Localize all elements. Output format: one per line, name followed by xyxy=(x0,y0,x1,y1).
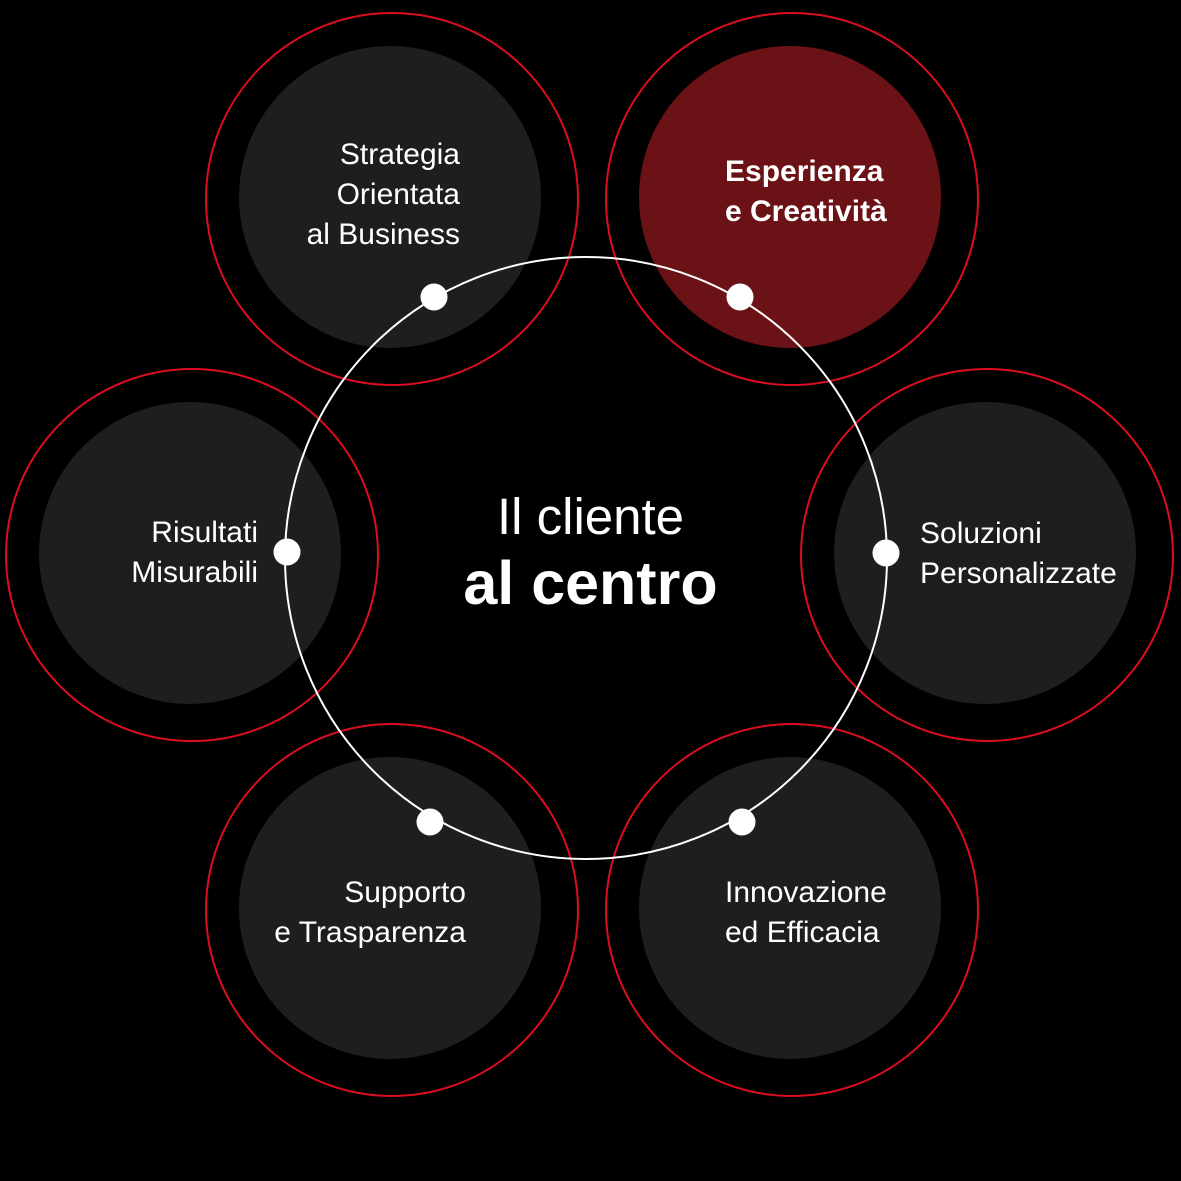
satellite-node-soluzioni[interactable] xyxy=(800,368,1174,742)
satellite-node-risultati[interactable] xyxy=(5,368,379,742)
label-line: Personalizzate xyxy=(920,557,1117,590)
satellite-label-innovazione[interactable]: Innovazione ed Efficacia xyxy=(725,873,887,953)
satellite-node-supporto[interactable] xyxy=(205,723,579,1097)
node-circle-highlighted[interactable] xyxy=(639,46,941,348)
satellite-node-innovazione[interactable] xyxy=(605,723,979,1097)
label-line: Supporto xyxy=(344,876,466,909)
diagram-title: Il cliente al centro xyxy=(0,486,1181,618)
node-circle[interactable] xyxy=(639,757,941,1059)
label-line: Risultati xyxy=(151,516,258,549)
label-line: e Creatività xyxy=(725,195,887,228)
node-ring xyxy=(5,368,379,742)
node-ring xyxy=(605,723,979,1097)
label-line: Innovazione xyxy=(725,876,887,909)
label-line: Strategia xyxy=(339,138,460,171)
orbit-dot xyxy=(726,283,754,311)
label-line: e Trasparenza xyxy=(274,916,466,949)
satellite-node-strategia[interactable] xyxy=(205,12,579,386)
diagram-title-line2: al centro xyxy=(463,549,718,617)
satellite-node-esperienza[interactable] xyxy=(605,12,979,386)
orbit-dots xyxy=(273,283,900,836)
orbit-dot xyxy=(728,808,756,836)
satellite-label-supporto[interactable]: Supporto e Trasparenza xyxy=(274,873,466,953)
node-ring xyxy=(800,368,1174,742)
node-circle[interactable] xyxy=(239,757,541,1059)
label-line: ed Efficacia xyxy=(725,916,880,949)
diagram-title-line1: Il cliente xyxy=(496,488,685,545)
label-line: Misurabili xyxy=(131,556,258,589)
node-ring xyxy=(205,723,579,1097)
label-line: Esperienza xyxy=(725,155,884,188)
node-circle[interactable] xyxy=(834,402,1136,704)
label-line: Soluzioni xyxy=(920,517,1042,550)
node-ring xyxy=(605,12,979,386)
orbit-dot xyxy=(872,539,900,567)
label-line: Orientata xyxy=(336,178,460,211)
orbit-dot xyxy=(420,283,448,311)
node-ring xyxy=(205,12,579,386)
satellite-label-esperienza[interactable]: Esperienza e Creatività xyxy=(725,152,887,232)
node-circle[interactable] xyxy=(239,46,541,348)
satellite-label-strategia[interactable]: Strategia Orientata al Business xyxy=(307,135,460,255)
node-circle[interactable] xyxy=(39,402,341,704)
orbit-dot xyxy=(273,538,301,566)
label-line: al Business xyxy=(306,218,460,251)
satellite-label-soluzioni[interactable]: Soluzioni Personalizzate xyxy=(920,514,1117,594)
satellite-label-risultati[interactable]: Risultati Misurabili xyxy=(131,513,258,593)
orbit-dot xyxy=(416,808,444,836)
